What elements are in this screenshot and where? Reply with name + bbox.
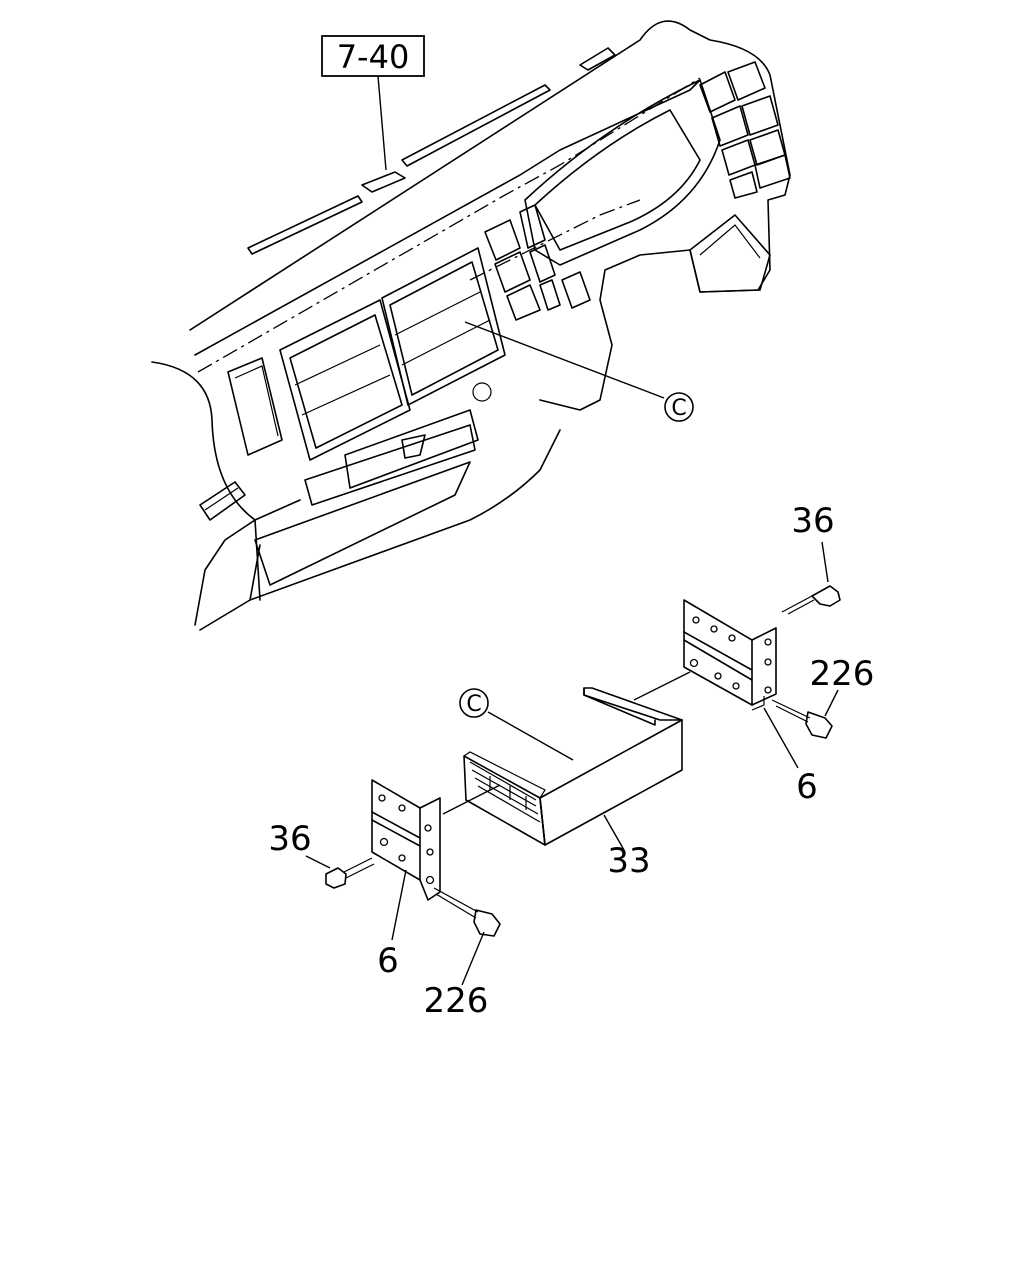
label-bracket-right: 6 — [796, 767, 818, 807]
center-audio-opening — [279, 247, 506, 461]
label-bolt-left: 226 — [424, 981, 489, 1021]
screw-right — [781, 541, 841, 615]
label-bolt-right: 226 — [810, 654, 875, 694]
reference-label: 7-40 — [337, 38, 410, 76]
label-screw-right: 36 — [791, 501, 834, 541]
bolt-right — [771, 689, 839, 739]
label-bracket-left: 6 — [377, 941, 399, 981]
screw-left — [305, 855, 375, 889]
bracket-right — [683, 599, 777, 711]
right-switch-bank — [699, 61, 791, 199]
reference-box: 7-40 — [321, 35, 425, 171]
callout-c-upper-label: C — [671, 396, 686, 421]
bolt-left — [433, 887, 501, 986]
callout-c-upper: C — [464, 321, 694, 422]
pocket-33 — [463, 687, 683, 851]
center-switch-column — [484, 204, 591, 321]
dashboard-panel — [151, 20, 791, 631]
callout-c-lower-label: C — [466, 692, 481, 717]
label-screw-left: 36 — [268, 819, 311, 859]
label-pocket: 33 — [607, 841, 650, 881]
callout-c-lower: C — [459, 688, 574, 761]
bracket-left — [371, 779, 441, 901]
